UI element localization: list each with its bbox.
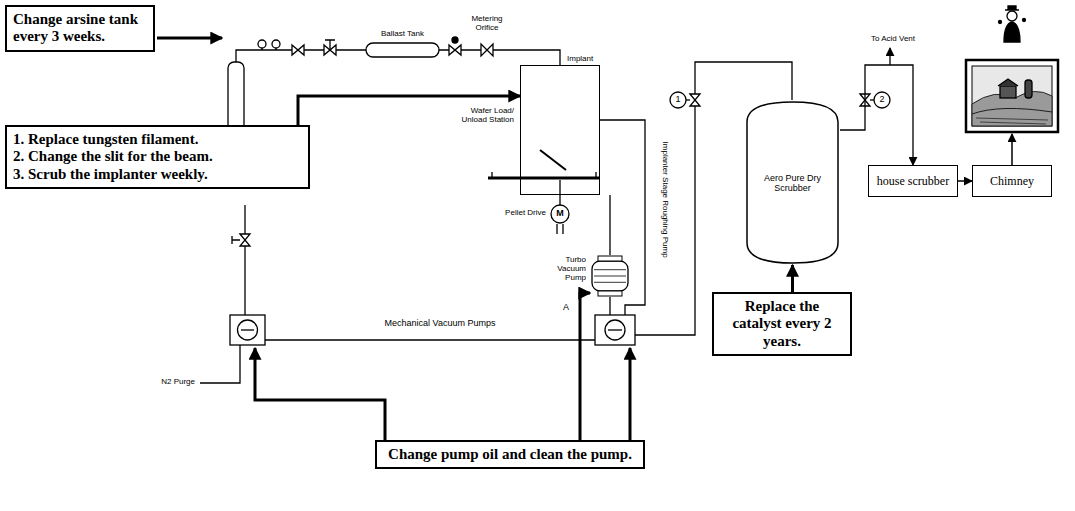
part-label: Wafer Load/ Unload Station: [446, 106, 514, 124]
part-label: Mechanical Vacuum Pumps: [330, 318, 550, 328]
ballast-tank-outline: [365, 42, 440, 58]
callout-number: 2: [876, 94, 888, 104]
gas-cylinder: [228, 62, 244, 130]
node-text: Chimney: [990, 174, 1034, 189]
person-icon: [999, 6, 1026, 42]
node-text: 2. Change the slit for the beam.: [13, 148, 302, 165]
callout-number: A: [560, 302, 572, 312]
part-label: N2 Purge: [150, 377, 195, 386]
connector-arrow: [298, 96, 520, 125]
connector-arrow: [791, 265, 794, 292]
node-text: 1. Replace tungsten filament.: [13, 131, 302, 148]
part-label: Ballast Tank: [355, 29, 450, 38]
implanter-chamber: Implant: [520, 65, 600, 195]
pump-symbol: [230, 315, 265, 345]
part-label: Implant: [567, 54, 593, 63]
process-box: house scrubber: [868, 165, 958, 197]
note-box: Change pump oil and clean the pump.: [375, 440, 645, 469]
callout-number: 1: [672, 94, 684, 104]
part-label: Metering Orifice: [462, 14, 512, 32]
dry-scrubber: Aero Pure Dry Scrubber: [745, 100, 840, 265]
node-text: Change arsine tank every 3 weeks.: [13, 11, 147, 46]
node-text: house scrubber: [877, 174, 949, 189]
landscape-picture: [966, 60, 1058, 132]
ballast-tank: Ballast Tank: [365, 42, 440, 58]
turbo-pump-outline: [590, 255, 630, 297]
node-text: Change pump oil and clean the pump.: [383, 446, 637, 463]
callout-number: M: [553, 208, 567, 218]
process-box: Chimney: [972, 165, 1052, 197]
part-label: Implanter Stage Roughing Pump: [660, 140, 669, 260]
turbo-pump: Turbo Vacuum Pump: [590, 255, 630, 297]
node-text: Replace the catalyst every 2 years.: [720, 298, 844, 350]
vacuum-line: [244, 205, 245, 315]
node-text: Aero Pure Dry Scrubber: [745, 173, 840, 193]
part-label: Turbo Vacuum Pump: [542, 255, 586, 283]
motor-symbol: [551, 205, 569, 223]
note-box: Replace the catalyst every 2 years.: [712, 292, 852, 356]
part-label: To Acid Vent: [858, 34, 928, 43]
note-box: Change arsine tank every 3 weeks.: [5, 5, 155, 52]
pump-symbol: [595, 315, 635, 345]
connector-arrow: [958, 180, 972, 182]
node-text: 3. Scrub the implanter weekly.: [13, 166, 302, 183]
connector-arrow: [580, 293, 590, 440]
part-label: Pellet Drive: [480, 208, 546, 217]
note-box: 1. Replace tungsten filament.2. Change t…: [5, 125, 310, 189]
connector-arrow: [840, 65, 913, 165]
